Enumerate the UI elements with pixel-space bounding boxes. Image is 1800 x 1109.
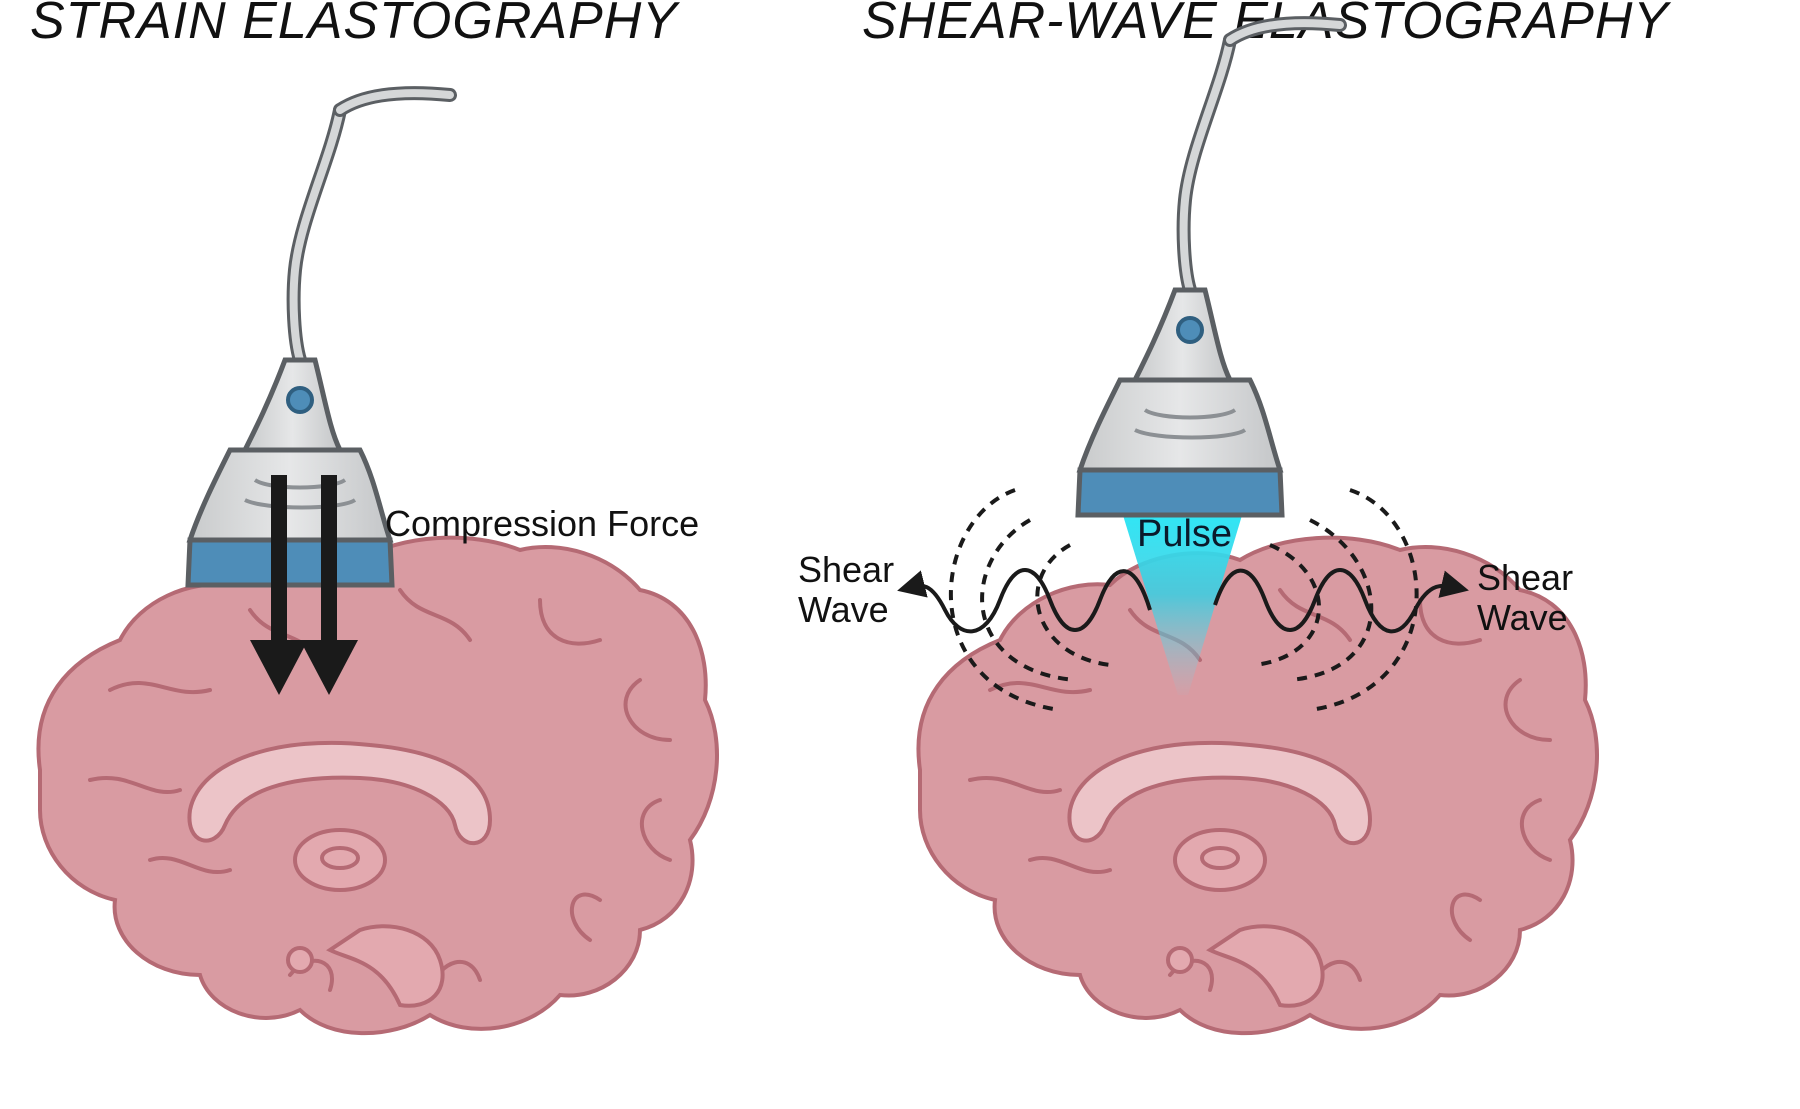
shear-wave-right-line1: Shear — [1477, 557, 1573, 598]
brain-icon-left — [36, 535, 719, 1036]
down-arrow-icon — [250, 475, 358, 695]
shear-wave-icon-left — [897, 568, 1152, 634]
pulse-label: Pulse — [1137, 513, 1232, 555]
pulse-cone — [1122, 512, 1243, 695]
shear-wave-left-line1: Shear — [798, 549, 894, 590]
ultrasound-probe-icon-right — [1078, 23, 1340, 515]
shear-wave-left-line2: Wave — [798, 589, 889, 630]
strain-title: STRAIN ELASTOGRAPHY — [30, 0, 680, 50]
strain-panel: STRAIN ELASTOGRAPHY Compression Force — [30, 0, 719, 1036]
shear-wave-icon-right — [1213, 568, 1469, 634]
shear-wave-panel: SHEAR-WAVE ELASTOGRAPHY Pulse Shear Wave… — [798, 0, 1670, 1036]
shear-wave-right-line2: Wave — [1477, 597, 1568, 638]
compression-force-label: Compression Force — [385, 503, 699, 544]
